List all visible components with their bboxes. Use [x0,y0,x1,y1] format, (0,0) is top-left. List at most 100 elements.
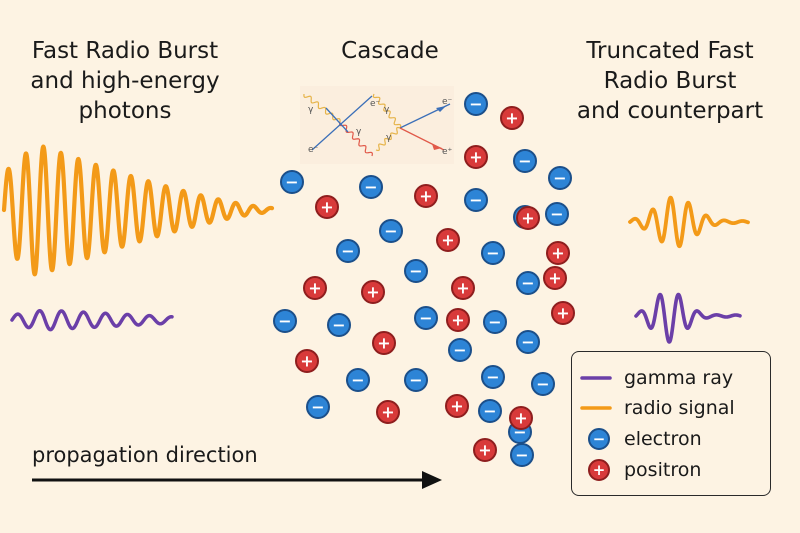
electron-sign: − [550,205,563,224]
electron-sign: − [469,191,482,210]
title-fast-radio-burst: Fast Radio Burst and high-energy photons [30,38,220,124]
electron-circle [379,219,403,243]
legend-electron-sign: − [593,430,606,448]
electron-sign: − [341,242,354,261]
electron: − [464,92,488,116]
positron: + [464,145,488,169]
positron-circle [295,349,319,373]
electron: − [478,399,502,423]
title-truncated-frb: Truncated Fast Radio Burst and counterpa… [576,38,764,124]
electron-circle [464,92,488,116]
propagation-direction-label: propagation direction [32,443,258,467]
legend-item-positron: + positron [572,456,770,484]
electron-sign: − [515,446,528,465]
positron: + [295,349,319,373]
title-cascade: Cascade [341,38,439,64]
electron-sign: − [518,152,531,171]
electron-sign: − [536,375,549,394]
electron: − [404,259,428,283]
electron-sign: − [486,244,499,263]
electron-circle [481,241,505,265]
gamma-in-wavy-2 [372,93,402,129]
feynman-label: γ [384,105,390,115]
electron-arrowhead [436,106,446,112]
radio-burst-wave [1,144,275,277]
electron: − [545,202,569,226]
feynman-diagrams: γ γ e⁻ e⁻ γ γ e⁻ e⁺ [300,86,454,164]
positron: + [303,276,327,300]
electron-circle [516,330,540,354]
electron-sign: − [409,371,422,390]
electron: − [464,188,488,212]
positron-sign: + [556,304,569,323]
positron: + [436,228,460,252]
electron-circle [404,368,428,392]
electron: − [448,338,472,362]
gamma-in-wavy-1 [303,93,341,123]
positron-circle [551,301,575,325]
electron-circle [273,309,297,333]
electron-circle [548,166,572,190]
feynman-label: e⁺ [442,147,453,157]
positron-circle [303,276,327,300]
electron-circle [483,310,507,334]
positron-circle [446,308,470,332]
electron: − [481,365,505,389]
truncated-radio-wave [628,195,750,249]
positron-sign: + [514,409,527,428]
positron-sign: + [456,279,469,298]
feynman-label: e⁻ [442,97,453,107]
electron-circle [414,306,438,330]
positron: + [500,106,524,130]
electron-sign: − [285,173,298,192]
electron-sign: − [488,313,501,332]
positron-sign: + [478,441,491,460]
legend-positron-sign: + [593,461,606,479]
positron-sign: + [308,279,321,298]
electron: − [327,313,351,337]
gamma-counterpart-wave [634,292,742,344]
positron-sign: + [320,198,333,217]
electron-circle [516,271,540,295]
electron-circle [327,313,351,337]
positron-circle [372,331,396,355]
positron-sign: + [381,403,394,422]
positron: + [372,331,396,355]
positron-circle [436,228,460,252]
propagation-arrow [32,471,442,489]
positron-circle [414,184,438,208]
positron-sign: + [469,148,482,167]
gamma-out-wavy-2 [375,126,401,152]
positron: + [543,266,567,290]
legend: gamma ray radio signal − electron + posi… [571,351,771,496]
electron: − [273,309,297,333]
feynman-panel [300,86,454,164]
electron: − [359,175,383,199]
electron: − [414,306,438,330]
electron-circle [280,170,304,194]
feynman-label: γ [308,105,314,115]
positron: + [516,206,540,230]
electron-circle [306,395,330,419]
electron-sign: − [553,169,566,188]
legend-item-radio-signal: radio signal [572,394,770,422]
positron: + [473,438,497,462]
electron-sign: − [521,274,534,293]
positron: + [414,184,438,208]
positron-circle [543,266,567,290]
electron-sign: − [351,371,364,390]
electron-circle [513,149,537,173]
positron: + [361,280,385,304]
electron-circle [531,372,555,396]
positron-sign: + [300,352,313,371]
feynman-label: γ [356,127,362,137]
positron: + [315,195,339,219]
electron-circle [359,175,383,199]
positron-circle [451,276,475,300]
positron: + [376,400,400,424]
electron: − [404,368,428,392]
electron-sign: − [384,222,397,241]
electron: − [306,395,330,419]
electron: − [336,239,360,263]
